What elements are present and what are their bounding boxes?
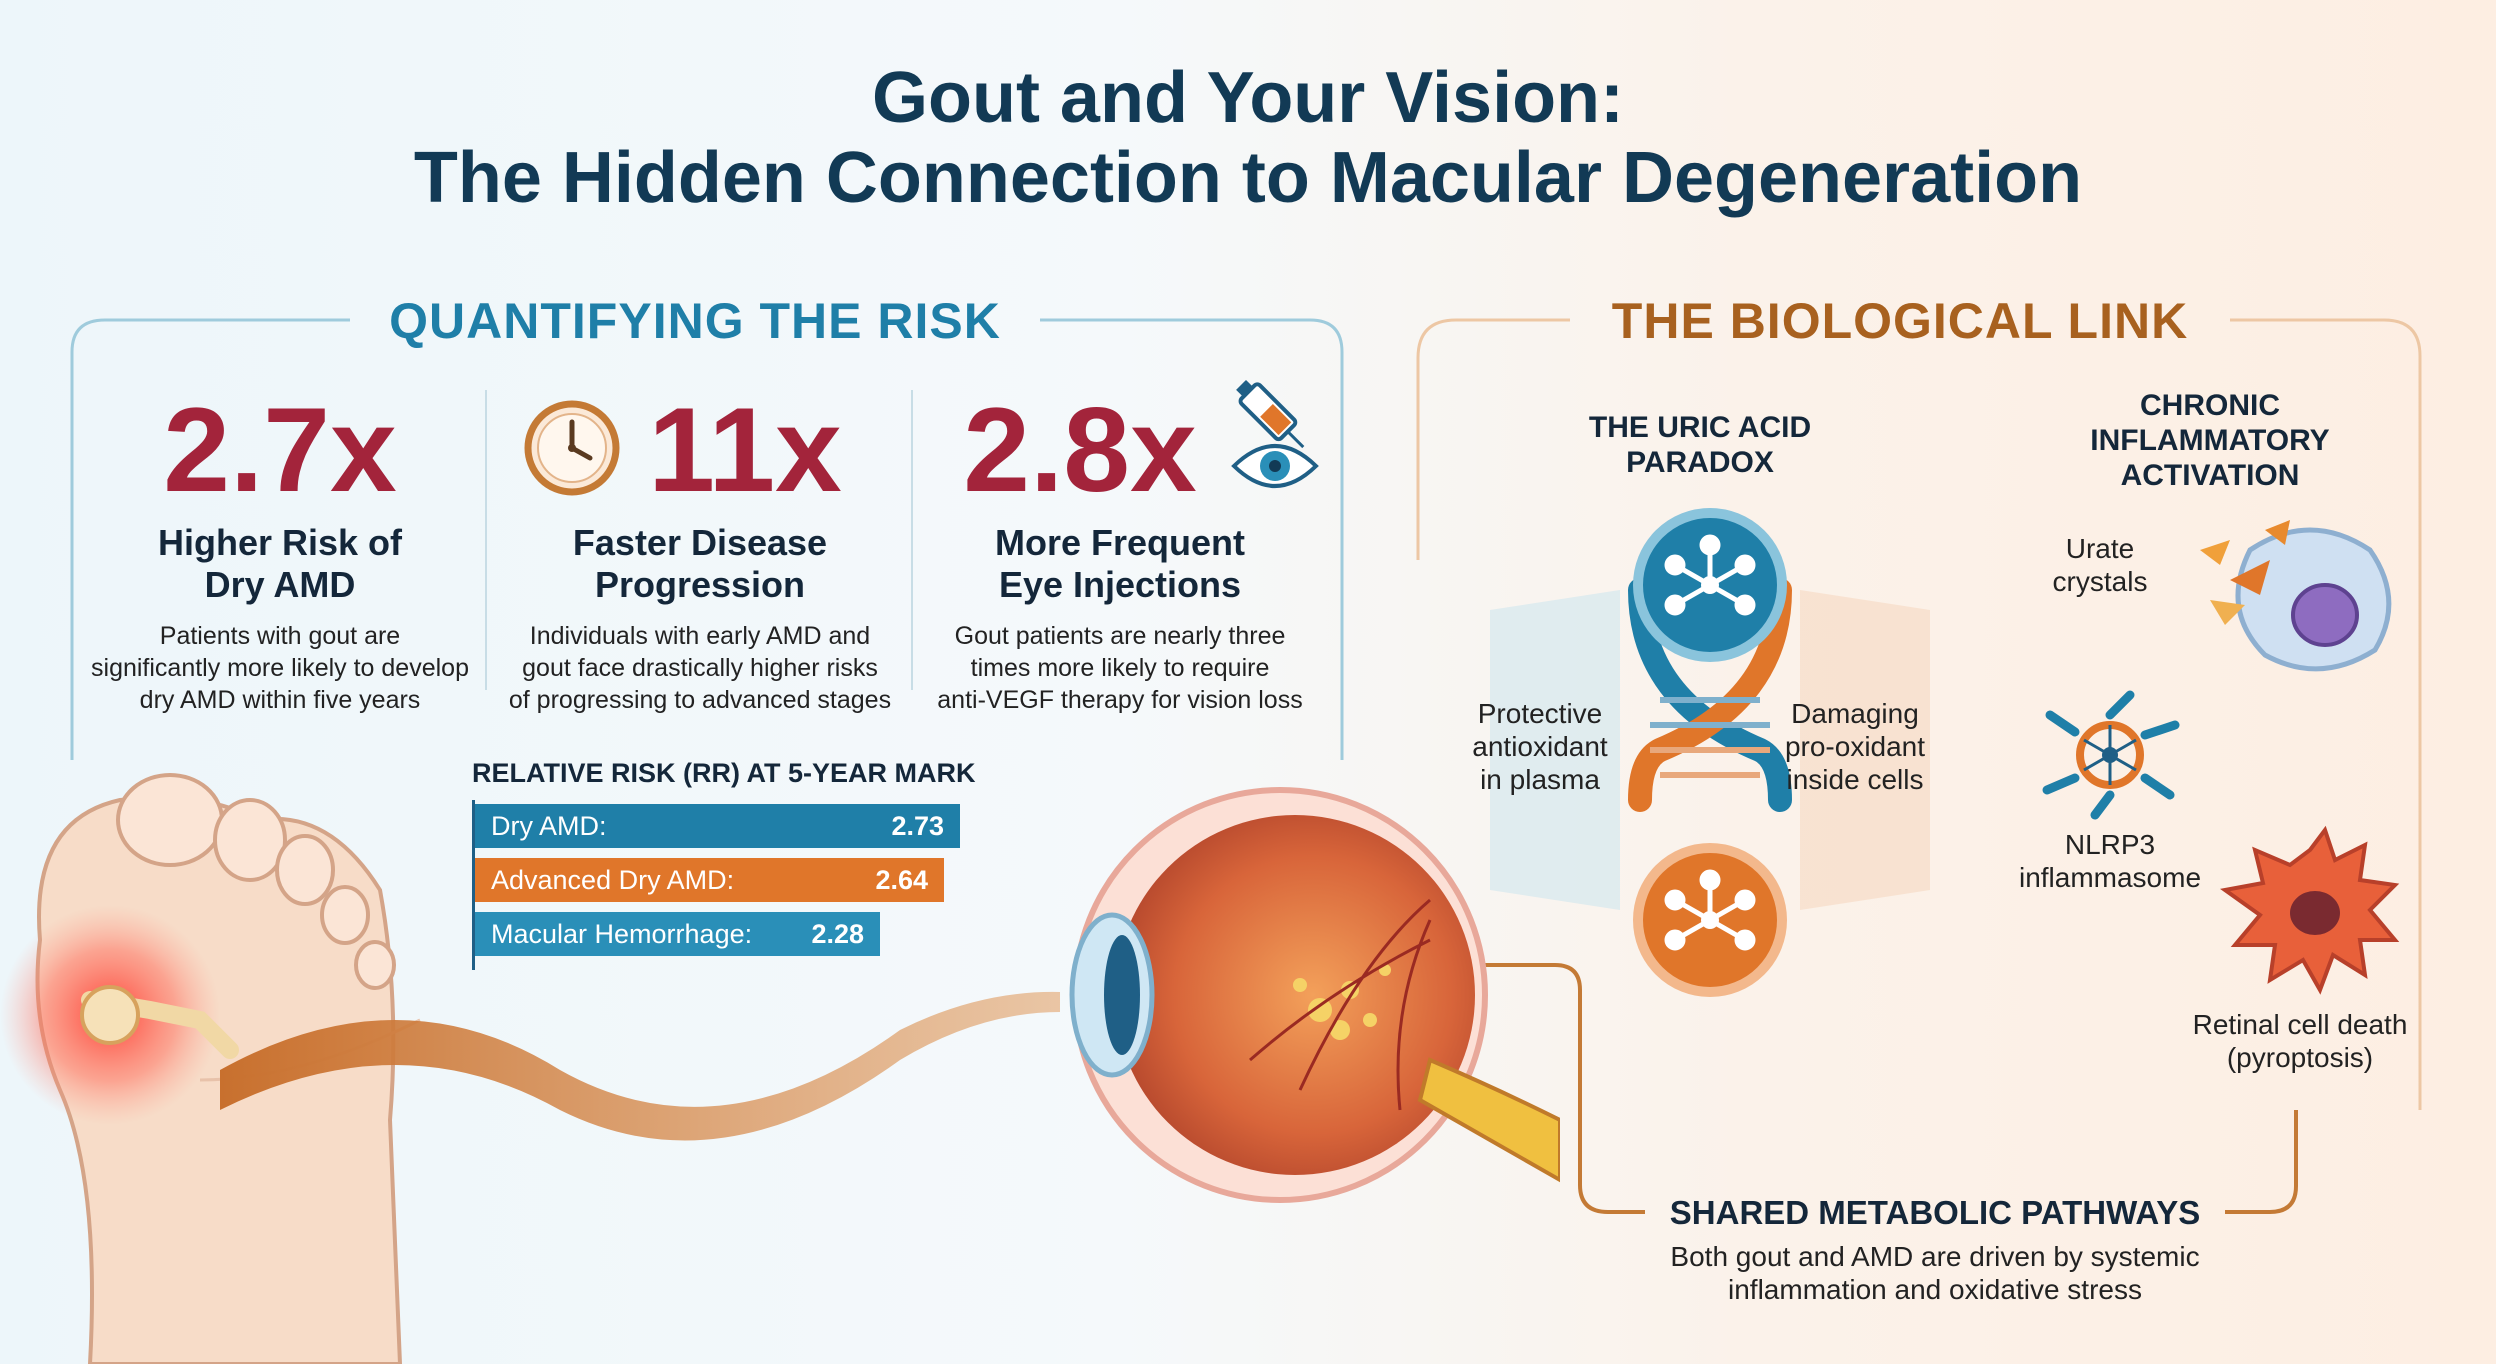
shared-description: Both gout and AMD are driven by systemic…: [1600, 1240, 2270, 1306]
damaging-line1: Damaging: [1791, 698, 1919, 729]
inflammation-heading: CHRONIC INFLAMMATORY ACTIVATION: [2040, 388, 2380, 493]
risk-heading: QUANTIFYING THE RISK: [389, 293, 1001, 349]
bar-macular-hemorrhage: Macular Hemorrhage: 2.28: [475, 912, 880, 956]
stat-value: 2.7x: [163, 383, 397, 517]
damaging-line3: inside cells: [1786, 764, 1924, 795]
bar-label: Macular Hemorrhage:: [491, 919, 753, 949]
bar-value: 2.28: [811, 919, 864, 949]
retinal-line2: (pyroptosis): [2226, 1042, 2374, 1073]
stat-desc-line1: Individuals with early AMD and: [529, 622, 871, 650]
connection-ribbon: [220, 991, 1060, 1141]
shared-line1: Both gout and AMD are driven by systemic: [1670, 1241, 2200, 1272]
bar-dry-amd: Dry AMD: 2.73: [475, 804, 960, 848]
stat-progression: 11x Faster Disease Progression Individua…: [500, 390, 900, 716]
syringe-eye-icon: [1231, 379, 1319, 488]
stat-desc-line3: dry AMD within five years: [139, 686, 421, 714]
stat-head-line1: Higher Risk of: [157, 522, 403, 563]
retinal-cell-death-icon: [2220, 825, 2400, 995]
nlrp3-inflammasome-icon: [2042, 690, 2180, 820]
stat-head-line2: Progression: [594, 564, 806, 605]
retinal-death-label: Retinal cell death (pyroptosis): [2170, 1008, 2430, 1074]
uric-heading-line1: THE URIC ACID: [1588, 411, 1812, 444]
stat-head-line2: Eye Injections: [998, 564, 1242, 605]
eye-illustration: [1069, 787, 1560, 1203]
protective-line2: antioxidant: [1472, 731, 1608, 762]
urate-crystal-cell-icon: [2200, 520, 2392, 672]
clock-icon: [524, 400, 620, 496]
bio-heading: THE BIOLOGICAL LINK: [1611, 293, 2189, 349]
urate-label: Urate crystals: [2030, 532, 2170, 598]
stat-desc-line2: times more likely to require: [970, 654, 1270, 682]
stat-value: 2.8x: [963, 383, 1197, 517]
retinal-line1: Retinal cell death: [2192, 1009, 2408, 1040]
stat-value: 11x: [648, 383, 842, 517]
page-title-line2: The Hidden Connection to Macular Degener…: [413, 138, 2083, 218]
protective-line3: in plasma: [1480, 764, 1600, 795]
damaging-label: Damaging pro-oxidant inside cells: [1755, 697, 1955, 796]
chart-title: RELATIVE RISK (RR) AT 5-YEAR MARK: [472, 758, 976, 788]
protective-line1: Protective: [1477, 698, 1603, 729]
uric-acid-heading: THE URIC ACID PARADOX: [1520, 410, 1880, 480]
damaging-line2: pro-oxidant: [1784, 731, 1926, 762]
bar-value: 2.73: [891, 811, 944, 841]
shared-line2: inflammation and oxidative stress: [1728, 1274, 2142, 1305]
bar-label: Dry AMD:: [491, 811, 607, 841]
bar-label: Advanced Dry AMD:: [491, 865, 735, 895]
uric-heading-line2: PARADOX: [1626, 446, 1774, 479]
stat-desc-line1: Gout patients are nearly three: [954, 622, 1286, 650]
stat-head-line2: Dry AMD: [204, 564, 356, 605]
stat-desc-line3: anti-VEGF therapy for vision loss: [937, 686, 1303, 714]
inflam-heading-line1: CHRONIC: [2140, 389, 2280, 422]
chart-bars: Dry AMD: 2.73 Advanced Dry AMD: 2.64 Mac…: [475, 800, 1075, 970]
urate-line2: crystals: [2052, 566, 2148, 597]
dna-helix-illustration: [1490, 508, 1930, 997]
stat-desc-line1: Patients with gout are: [159, 622, 401, 650]
stat-desc-line2: significantly more likely to develop: [91, 654, 469, 682]
stat-desc-line2: gout face drastically higher risks: [522, 654, 878, 682]
page-title-line1: Gout and Your Vision:: [871, 58, 1625, 138]
inflam-heading-line3: ACTIVATION: [2120, 459, 2300, 492]
nlrp3-label: NLRP3 inflammasome: [2000, 828, 2220, 894]
inflam-heading-line2: INFLAMMATORY: [2090, 424, 2330, 457]
bar-value: 2.64: [875, 865, 928, 895]
protective-label: Protective antioxidant in plasma: [1440, 697, 1640, 796]
stat-head-line1: More Frequent: [994, 522, 1245, 563]
shared-heading: SHARED METABOLIC PATHWAYS: [1669, 1194, 2201, 1231]
chart-axis: [472, 800, 475, 970]
stat-injections: 2.8x More Frequent Eye Injections Gout p…: [920, 379, 1320, 716]
bar-advanced-dry-amd: Advanced Dry AMD: 2.64: [475, 858, 944, 902]
stat-head-line1: Faster Disease: [572, 522, 828, 563]
stat-desc-line3: of progressing to advanced stages: [508, 686, 892, 714]
nlrp3-line2: inflammasome: [2018, 862, 2202, 893]
stat-dry-amd: 2.7x Higher Risk of Dry AMD Patients wit…: [80, 390, 480, 716]
foot-illustration: [0, 773, 421, 1364]
nlrp3-line1: NLRP3: [2064, 829, 2156, 860]
urate-line1: Urate: [2065, 533, 2135, 564]
